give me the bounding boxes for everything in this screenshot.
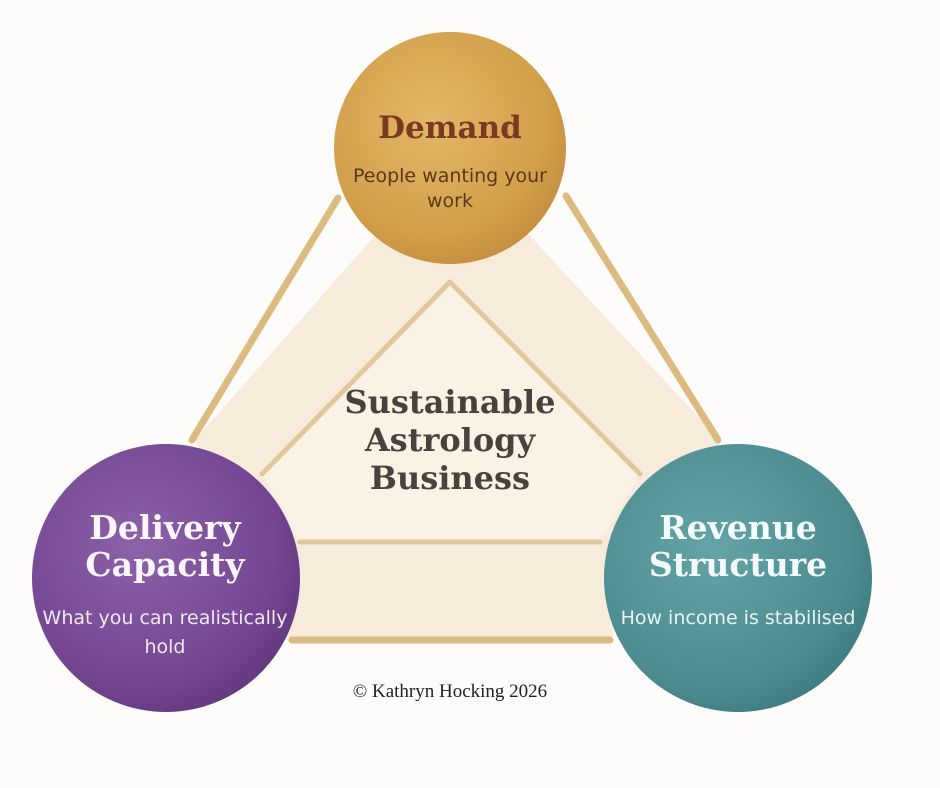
copyright-notice: © Kathryn Hocking 2026 [352,681,548,702]
revenue-structure-subtitle: How income is stabilised [620,607,856,629]
edge-right [562,192,722,444]
edge-left [188,194,342,444]
inner-triangle [262,282,640,542]
delivery-capacity-circle [32,444,300,712]
inner-edge-right [447,279,643,477]
center-label: Sustainable Astrology Business [344,383,556,497]
demand-subtitle: People wanting your work [353,165,547,212]
inner-edge-left [259,279,453,477]
delivery-capacity-subtitle: What you can realistically hold [42,607,288,658]
revenue-structure-title: Revenue Structure [648,508,828,584]
demand-title: Demand [378,110,522,146]
revenue-structure-circle [604,444,872,712]
delivery-capacity-title: Delivery Capacity [85,508,245,584]
demand-circle [334,32,566,264]
